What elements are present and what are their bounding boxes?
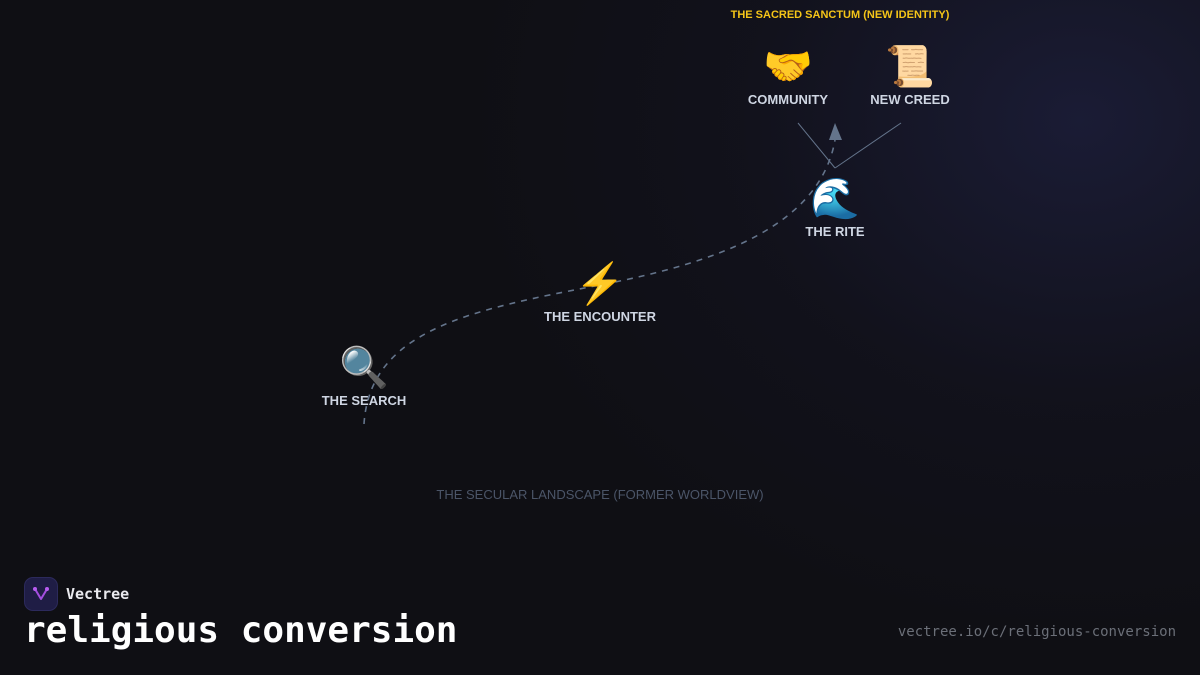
brand-name: Vectree <box>66 585 130 603</box>
node-label: THE SEARCH <box>321 393 407 408</box>
node-label: NEW CREED <box>870 92 950 107</box>
zone-label-sacred-sanctum: THE SACRED SANCTUM (NEW IDENTITY) <box>730 9 950 21</box>
node-community[interactable]: 🤝 COMMUNITY <box>748 44 828 107</box>
node-label: THE RITE <box>805 224 865 239</box>
arrowhead-icon <box>829 123 842 140</box>
node-the-search[interactable]: 🔍 THE SEARCH <box>322 345 407 408</box>
zone-label-secular-landscape: THE SECULAR LANDSCAPE (FORMER WORLDVIEW) <box>436 487 764 502</box>
edge-rite-creed <box>834 122 902 169</box>
brand: Vectree <box>24 577 129 611</box>
node-new-creed[interactable]: 📜 NEW CREED <box>870 44 949 107</box>
handshake-icon: 🤝 <box>763 45 813 89</box>
vectree-logo-icon <box>24 577 58 611</box>
journey-path <box>363 139 836 425</box>
node-the-rite[interactable]: 🌊 THE RITE <box>805 176 864 239</box>
page-title: religious conversion <box>24 610 458 651</box>
node-label: THE ENCOUNTER <box>544 309 656 324</box>
edge-rite-community <box>797 122 836 169</box>
node-the-encounter[interactable]: ⚡ THE ENCOUNTER <box>544 261 656 324</box>
page-url[interactable]: vectree.io/c/religious-conversion <box>897 624 1176 640</box>
lightning-icon: ⚡ <box>575 262 625 306</box>
wave-icon: 🌊 <box>810 177 860 221</box>
scroll-icon: 📜 <box>885 45 935 89</box>
node-label: COMMUNITY <box>747 92 829 107</box>
magnifying-glass-icon: 🔍 <box>339 346 389 390</box>
